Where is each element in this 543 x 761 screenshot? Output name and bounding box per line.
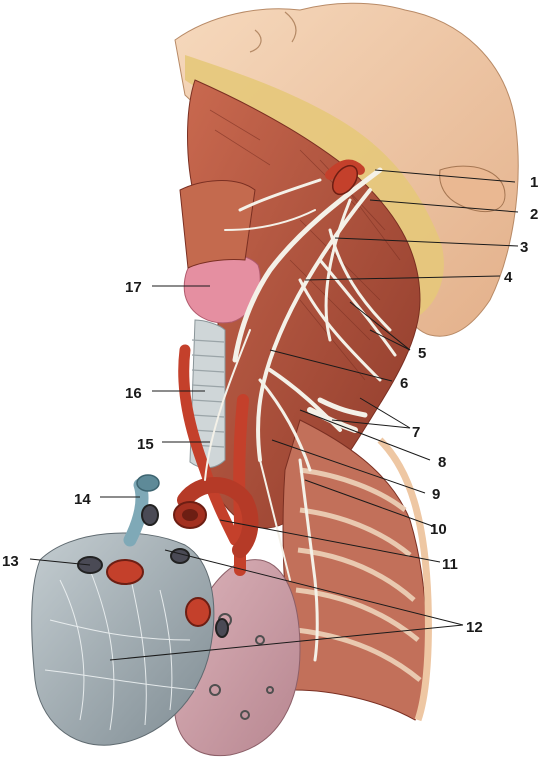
number-labels: 1 2 3 4 5 6 7 8 9 10 11 12 13 14 15 16 1… xyxy=(2,174,538,636)
superior-vena-cava xyxy=(123,478,149,547)
label-12: 12 xyxy=(466,619,483,636)
subclavian-artery xyxy=(325,159,365,180)
small-artery-cut xyxy=(185,597,211,627)
label-11: 11 xyxy=(442,556,458,573)
nerve-network xyxy=(204,167,397,662)
upper-carotid xyxy=(331,164,359,196)
heart-surface-lines xyxy=(44,569,196,731)
thorax-wall xyxy=(282,419,428,721)
label-5: 5 xyxy=(418,345,426,362)
label-17: 17 xyxy=(125,279,142,296)
label-16: 16 xyxy=(125,385,142,402)
label-15: 15 xyxy=(137,436,154,453)
label-1: 1 xyxy=(530,174,538,191)
label-14: 14 xyxy=(74,491,91,508)
label-9: 9 xyxy=(432,486,440,503)
label-2: 2 xyxy=(530,206,538,223)
vessel-cuts xyxy=(77,504,229,638)
chest-skin-edge xyxy=(377,437,432,722)
label-3: 3 xyxy=(520,239,528,256)
pulmonary-trunk-cut xyxy=(106,559,144,585)
label-8: 8 xyxy=(438,454,446,471)
aortic-arch xyxy=(177,477,259,558)
label-4: 4 xyxy=(504,269,513,286)
label-10: 10 xyxy=(430,521,447,538)
label-13: 13 xyxy=(2,553,19,570)
leader-lines xyxy=(29,169,519,661)
strap-muscle xyxy=(179,180,256,269)
label-6: 6 xyxy=(400,375,408,392)
heart xyxy=(31,532,215,746)
label-7: 7 xyxy=(412,424,420,441)
carotid-left xyxy=(233,394,249,576)
common-carotid-artery xyxy=(178,344,241,546)
